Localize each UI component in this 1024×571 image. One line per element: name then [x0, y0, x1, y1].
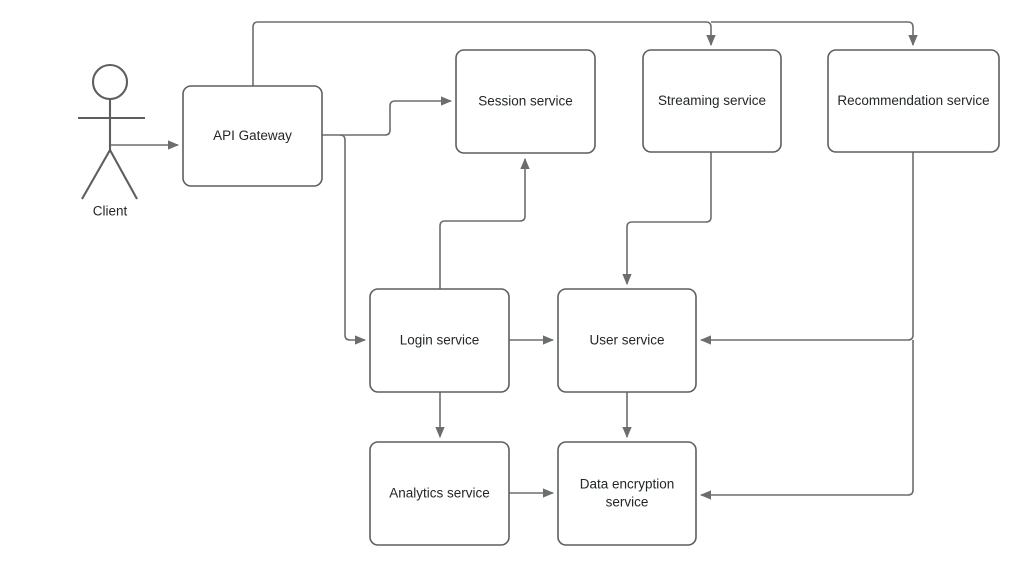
- edge-api-gateway-to-streaming: [252, 21, 716, 86]
- node-label-login: Login service: [400, 332, 480, 347]
- node-login[interactable]: Login service: [369, 288, 510, 393]
- node-box-streaming[interactable]: [642, 49, 782, 153]
- node-label-session: Session service: [478, 93, 573, 108]
- node-user[interactable]: User service: [557, 288, 697, 393]
- edge-streaming-to-user: [622, 152, 712, 286]
- node-box-recommendation[interactable]: [827, 49, 1000, 153]
- node-label-streaming: Streaming service: [658, 93, 766, 108]
- actor-legs-line: [81, 149, 138, 200]
- node-box-encryption[interactable]: [557, 441, 697, 546]
- node-box-session[interactable]: [455, 49, 596, 154]
- node-label-user: User service: [589, 332, 664, 347]
- node-label-analytics: Analytics service: [389, 485, 490, 500]
- node-streaming[interactable]: Streaming service: [642, 49, 782, 153]
- node-box-api-gateway[interactable]: [182, 85, 323, 187]
- node-label-recommendation: Recommendation service: [837, 93, 989, 108]
- node-box-login[interactable]: [369, 288, 510, 393]
- nodes-layer: API Gateway Session service Streaming serv…: [182, 49, 1000, 546]
- node-box-analytics[interactable]: [369, 441, 510, 546]
- edge-recommendation-to-encryption: [699, 340, 914, 500]
- node-analytics[interactable]: Analytics service: [369, 441, 510, 546]
- node-api-gateway[interactable]: API Gateway: [182, 85, 323, 187]
- edge-api-gateway-to-recommendation: [711, 21, 918, 47]
- actor-head-icon: [91, 63, 129, 101]
- client-actor[interactable]: Client: [78, 63, 145, 219]
- node-session[interactable]: Session service: [455, 49, 596, 154]
- edge-recommendation-to-user: [699, 152, 914, 345]
- edges-layer: [110, 21, 918, 500]
- node-recommendation[interactable]: Recommendation service: [827, 49, 1000, 153]
- actor-label: Client: [93, 204, 128, 219]
- edge-api-gateway-to-login: [339, 134, 367, 345]
- node-label-api-gateway: API Gateway: [213, 128, 292, 143]
- node-box-user[interactable]: [557, 288, 697, 393]
- edge-login-to-session: [439, 157, 530, 289]
- edge-api-gateway-to-session: [322, 96, 453, 136]
